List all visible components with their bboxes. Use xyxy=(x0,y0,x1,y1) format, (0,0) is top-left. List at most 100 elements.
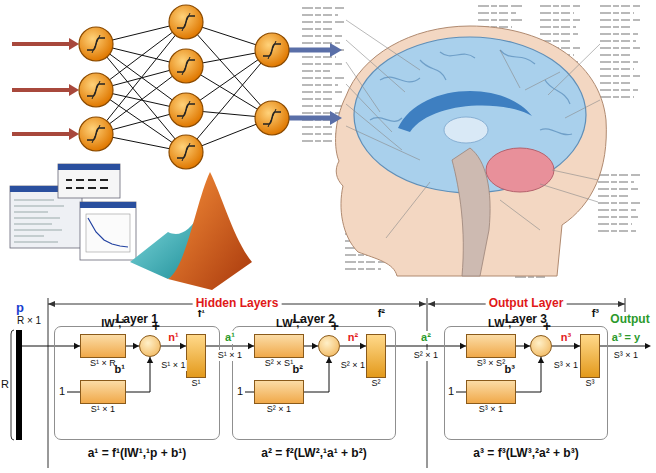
layer-brackets xyxy=(48,301,55,307)
software-screenshots xyxy=(58,164,120,170)
dimension-label: R xyxy=(1,378,9,391)
neuron xyxy=(79,27,113,61)
arrowhead xyxy=(538,357,544,363)
bias-box: b¹S¹ × 1 xyxy=(80,380,126,404)
output-wire xyxy=(600,346,645,347)
weight-box-text: LW³,² xyxy=(488,317,515,330)
dimension-label: S¹ × R xyxy=(90,358,116,369)
bias-box: b³S³ × 1 xyxy=(466,380,516,404)
sigmoid-symbol xyxy=(87,35,105,53)
input-brace xyxy=(11,330,14,440)
thalamus xyxy=(444,117,488,143)
connector-line xyxy=(516,357,541,392)
output-arrows xyxy=(330,111,342,125)
transfer-function-box-text: f² xyxy=(378,307,385,320)
equation: a³ = f³(LW³,²a² + b³) xyxy=(473,447,578,460)
connector xyxy=(516,343,530,349)
neural-network xyxy=(12,5,342,169)
connector xyxy=(516,357,544,392)
transfer-function-box: f²S² xyxy=(366,334,386,378)
software-screenshots xyxy=(66,180,108,188)
summing-junction: + xyxy=(139,335,161,357)
summing-junction: + xyxy=(530,335,552,357)
matlab-logo xyxy=(130,172,252,290)
layer-frame: Layer 3LW³,²S³ × S²b³S³ × 1+f³S³ xyxy=(444,326,608,440)
sigmoid-symbol xyxy=(87,125,105,143)
layer-brackets xyxy=(618,301,625,307)
dimension-label: S² × S¹ xyxy=(265,358,293,369)
label-text-marks xyxy=(600,6,640,97)
sigmoid-symbol xyxy=(177,143,195,161)
dimension-label: S¹ × 1 xyxy=(91,404,115,415)
output-arrows xyxy=(289,50,330,118)
software-screenshots xyxy=(88,218,128,247)
software-screenshots xyxy=(58,164,120,198)
weight-box-text: LW²,¹ xyxy=(276,317,303,330)
dimension-label: S³ × S² xyxy=(477,358,505,369)
input-arrows xyxy=(12,38,79,140)
summing-junction-text: + xyxy=(543,319,551,333)
neuron xyxy=(79,73,113,107)
layer-brackets xyxy=(419,301,426,307)
sigmoid-symbol xyxy=(177,57,195,75)
connector xyxy=(22,343,80,349)
bias-box-text: b¹ xyxy=(115,363,125,376)
connector-line xyxy=(126,357,150,392)
dimension-label: S² × 1 xyxy=(267,404,291,415)
transfer-function-box: f¹S¹ xyxy=(186,334,206,378)
sigmoid-symbol xyxy=(263,109,281,127)
connector xyxy=(304,343,318,349)
weight-box: IW¹,¹S¹ × R xyxy=(80,334,126,358)
software-screenshots xyxy=(86,214,130,252)
software-screenshots xyxy=(80,202,136,260)
layer-frame: Layer 1IW¹,¹S¹ × Rb¹S¹ × 1+f¹S¹ xyxy=(54,326,220,440)
neuron xyxy=(169,135,203,169)
connector xyxy=(126,357,153,392)
weight-box-text: IW¹,¹ xyxy=(101,317,125,330)
signal-label: a² xyxy=(420,331,432,344)
bias-input: 1 xyxy=(237,385,243,398)
output-arrows xyxy=(289,43,342,125)
dimension-label: S³ xyxy=(586,378,595,389)
input-bar-text: p xyxy=(16,301,24,315)
dimension-label: S¹ xyxy=(192,378,201,389)
layer-brackets xyxy=(428,301,435,307)
dimension-label: S¹ × 1 xyxy=(160,360,186,371)
input-arrows xyxy=(69,38,79,50)
dimension-label: S² × 1 xyxy=(340,360,366,371)
input-arrows xyxy=(12,44,70,134)
network-weights xyxy=(96,22,272,152)
input-arrows xyxy=(69,128,79,140)
neuron xyxy=(255,33,289,67)
layer-frame: Layer 2LW²,¹S² × S¹b²S² × 1+f²S² xyxy=(232,326,396,440)
neuron xyxy=(169,93,203,127)
layer-brackets xyxy=(48,298,625,468)
dimension-label: S³ × 1 xyxy=(479,404,503,415)
dimension-label: S² × 1 xyxy=(413,350,439,361)
neuron xyxy=(79,5,289,169)
weight-box: LW³,²S³ × S² xyxy=(466,334,516,358)
connector xyxy=(304,357,332,392)
dimension-label: S² xyxy=(372,378,381,389)
summing-junction-text: + xyxy=(152,319,160,333)
equation: a² = f²(LW²,¹a¹ + b²) xyxy=(261,447,366,460)
dimension-label: R × 1 xyxy=(17,315,41,327)
transfer-function-box: f³S³ xyxy=(580,334,600,378)
dimension-label: S³ × 1 xyxy=(553,360,579,371)
output-arrows xyxy=(330,43,342,57)
bias-box-text: b² xyxy=(293,363,303,376)
connector-line xyxy=(22,346,80,347)
layer-brackets xyxy=(48,298,625,468)
equation: a¹ = f¹(IW¹,¹p + b¹) xyxy=(88,447,187,460)
bias-input: 1 xyxy=(448,385,454,398)
weight-box: LW²,¹S² × S¹ xyxy=(254,334,304,358)
sigmoid-symbol xyxy=(87,81,105,99)
signal-label: a¹ xyxy=(224,331,236,344)
neuron xyxy=(169,49,203,83)
signal-label: a³ = y xyxy=(611,331,641,344)
input-bar: pR × 1 xyxy=(16,330,22,440)
software-screenshots xyxy=(10,164,136,260)
connector xyxy=(126,343,139,349)
transfer-function-box-text: f³ xyxy=(592,307,599,320)
